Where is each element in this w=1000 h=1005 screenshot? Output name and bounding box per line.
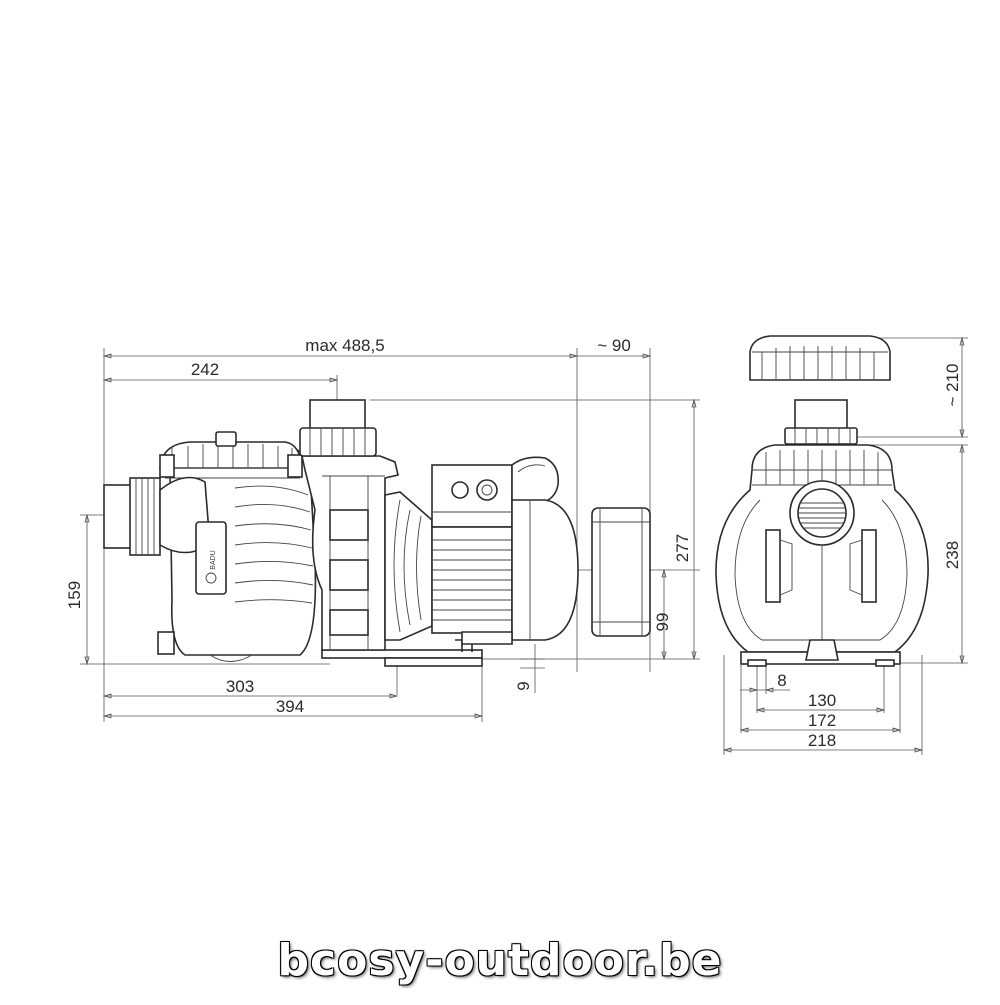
dim-foot-span: 303 — [226, 677, 254, 696]
dim-lid-clearance: ~ 210 — [943, 363, 962, 406]
dim-height-total: 277 — [673, 534, 692, 562]
dim-foot-height: 99 — [653, 613, 672, 632]
dim-foot-spacing: 130 — [808, 691, 836, 710]
dim-motor-clearance: ~ 90 — [597, 336, 631, 355]
dim-base-thickness: 9 — [514, 681, 533, 690]
dim-suction-height: 159 — [65, 581, 84, 609]
dim-max-length: max 488,5 — [305, 336, 384, 355]
pump-side-view: BADU — [103, 399, 651, 667]
dim-base-length: 394 — [276, 697, 304, 716]
watermark-text: bcosy-outdoor.be — [277, 935, 723, 986]
side-view-dimensions: max 488,5 ~ 90 242 303 394 277 99 159 9 — [65, 336, 700, 722]
dim-front-height: 238 — [943, 541, 962, 569]
lid-ribs — [752, 346, 888, 380]
pump-front-view — [715, 335, 929, 667]
logo-text: BADU — [210, 550, 217, 569]
badu-logo-icon: BADU — [210, 550, 217, 569]
dim-foot-inner: 8 — [777, 671, 786, 690]
dim-suction-axis: 242 — [191, 360, 219, 379]
suction-port-grid — [798, 502, 846, 529]
motor-cooling-fins — [432, 539, 512, 621]
dim-total-width: 218 — [808, 731, 836, 750]
dim-base-width: 172 — [808, 711, 836, 730]
strainer-ribs — [234, 485, 314, 604]
front-view-dimensions: ~ 210 238 8 130 172 218 — [722, 336, 968, 755]
